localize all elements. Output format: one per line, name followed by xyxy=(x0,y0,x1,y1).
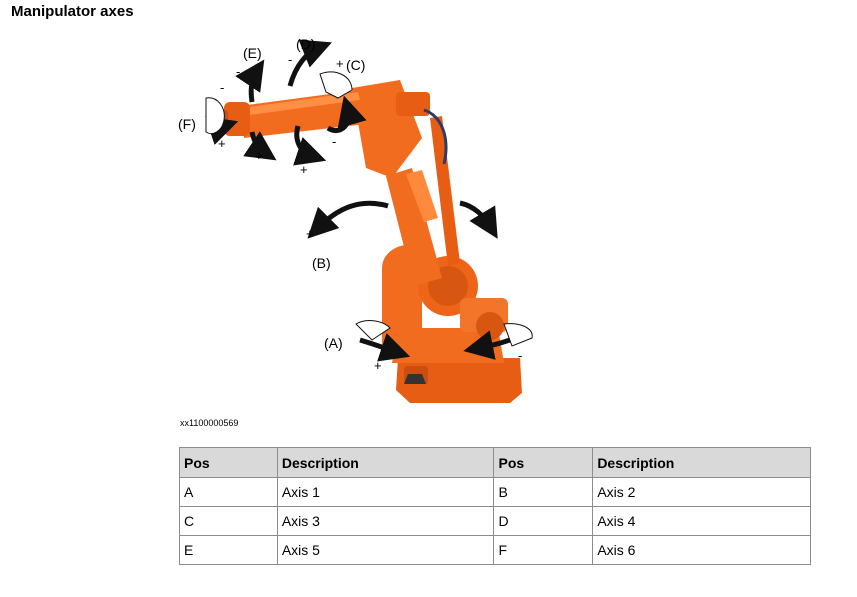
svg-text:-: - xyxy=(220,80,224,95)
table-cell: D xyxy=(493,506,594,536)
robot-illustration xyxy=(212,80,522,403)
axes-table: Pos Description Pos Description A Axis 1… xyxy=(179,447,811,565)
table-cell: C xyxy=(179,506,278,536)
svg-text:+: + xyxy=(306,226,314,241)
table-cell: Axis 3 xyxy=(276,506,495,536)
axis-labels: (A) (B) (C) (D) (E) (F) xyxy=(178,36,365,351)
manipulator-axes-figure: (A) (B) (C) (D) (E) (F) + - + - + - - + - + -… xyxy=(178,36,533,403)
label-c: (C) xyxy=(346,57,365,73)
svg-text:-: - xyxy=(490,206,494,221)
svg-text:-: - xyxy=(288,52,292,67)
header-pos: Pos xyxy=(493,447,594,478)
table-cell: Axis 1 xyxy=(276,477,495,507)
label-a: (A) xyxy=(324,335,343,351)
svg-text:-: - xyxy=(518,348,522,363)
table-row: E Axis 5 F Axis 6 xyxy=(179,535,811,565)
label-d: (D) xyxy=(296,36,315,52)
table-header-row: Pos Description Pos Description xyxy=(179,447,811,478)
svg-text:-: - xyxy=(236,64,240,79)
svg-text:+: + xyxy=(336,56,344,71)
label-f: (F) xyxy=(178,116,196,132)
figure-id: xx1100000569 xyxy=(180,418,239,428)
header-description: Description xyxy=(276,447,495,478)
table-cell: B xyxy=(493,477,594,507)
table-cell: A xyxy=(179,477,278,507)
svg-text:+: + xyxy=(374,358,382,373)
svg-text:+: + xyxy=(255,148,263,163)
header-description: Description xyxy=(592,447,811,478)
table-cell: Axis 2 xyxy=(592,477,811,507)
table-row: C Axis 3 D Axis 4 xyxy=(179,506,811,536)
table-cell: Axis 5 xyxy=(276,535,495,565)
svg-text:+: + xyxy=(218,136,226,151)
svg-text:+: + xyxy=(300,162,308,177)
table-row: A Axis 1 B Axis 2 xyxy=(179,477,811,507)
svg-text:-: - xyxy=(332,134,336,149)
axis-arrows xyxy=(205,39,533,362)
table-cell: F xyxy=(493,535,594,565)
header-pos: Pos xyxy=(179,447,278,478)
table-cell: Axis 6 xyxy=(592,535,811,565)
label-e: (E) xyxy=(243,45,262,61)
label-b: (B) xyxy=(312,255,331,271)
table-cell: Axis 4 xyxy=(592,506,811,536)
page-title: Manipulator axes xyxy=(11,3,134,20)
table-cell: E xyxy=(179,535,278,565)
direction-signs: + - + - + - - + - + - + xyxy=(218,52,522,373)
